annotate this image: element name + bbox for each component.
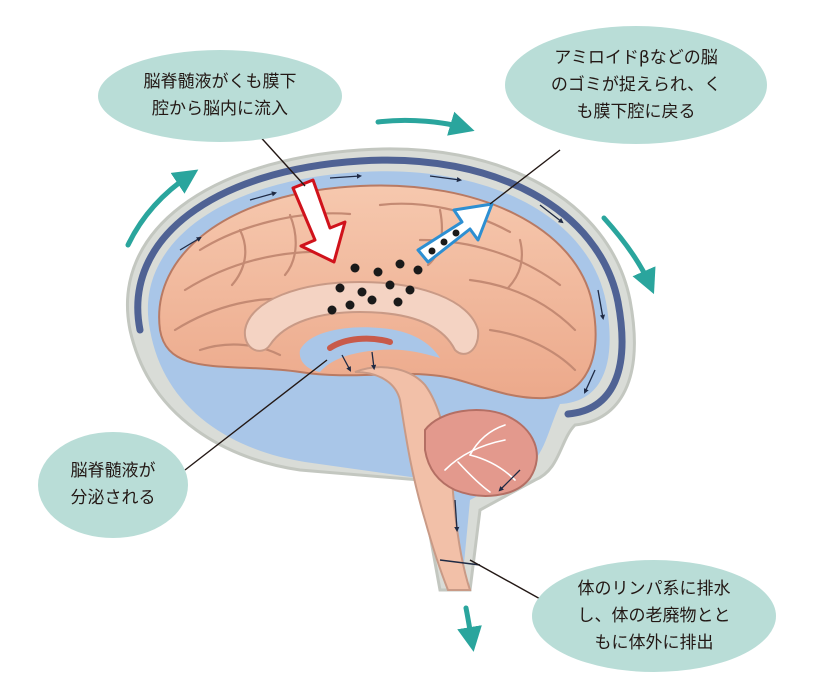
label-line: のゴミが捉えられ、く xyxy=(550,74,722,95)
label-waste-return: アミロイドβなどの脳 のゴミが捉えられ、く も膜下腔に戻る xyxy=(505,26,767,144)
meninges-band xyxy=(134,156,626,418)
circulation-arrows xyxy=(125,111,656,652)
label-line: 分泌される xyxy=(70,488,156,508)
label-line: 脳脊髄液が xyxy=(70,461,156,481)
label-lymph-drain: 体のリンパ系に排水 し、体の老廃物とと もに体外に排出 xyxy=(532,560,776,672)
waste-particles xyxy=(327,259,423,315)
label-line: 腔から脳内に流入 xyxy=(152,99,288,119)
label-line: 体のリンパ系に排水 xyxy=(577,578,731,599)
label-line: 脳脊髄液がくも膜下 xyxy=(143,72,297,92)
csf-flow-marks xyxy=(179,173,606,566)
label-csf-secretion: 脳脊髄液が 分泌される xyxy=(38,432,188,538)
label-line: アミロイドβなどの脳 xyxy=(554,47,718,68)
corpus-callosum xyxy=(243,280,480,355)
label-line: も膜下腔に戻る xyxy=(576,101,696,122)
label-line: し、体の老廃物とと xyxy=(577,605,731,626)
choroid-plexus xyxy=(327,335,393,351)
label-line: もに体外に排出 xyxy=(594,632,714,653)
label-csf-inflow: 脳脊髄液がくも膜下 腔から脳内に流入 xyxy=(98,50,342,142)
ventricle xyxy=(299,327,440,372)
inflow-arrow-icon xyxy=(291,178,347,264)
